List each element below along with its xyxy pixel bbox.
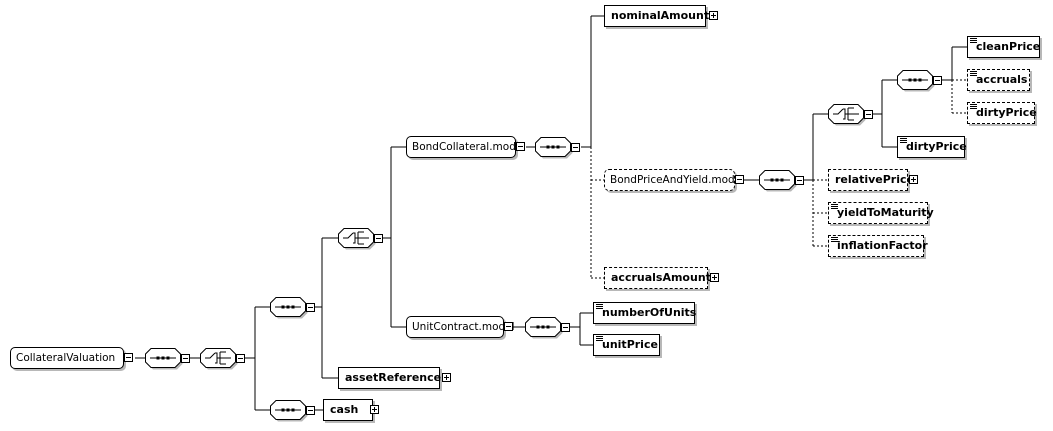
element-relative-price[interactable]: relativePrice: [828, 169, 914, 191]
expand-toggle-nominal-amount[interactable]: [709, 11, 718, 20]
collapse-toggle-choice-collateral-type[interactable]: [374, 234, 383, 243]
element-unit-price[interactable]: unitPrice: [593, 334, 660, 356]
group-bond-price-and-yield-model[interactable]: BondPriceAndYield.model: [604, 169, 744, 191]
node-label: yieldToMaturity: [837, 206, 934, 219]
choice-compositor-icon[interactable]: [338, 228, 377, 251]
collapse-toggle-choice-price[interactable]: [864, 110, 873, 119]
collapse-toggle-bond-price-and-yield[interactable]: [735, 175, 744, 184]
node-label: cleanPrice: [976, 40, 1041, 53]
collapse-toggle-bond-collateral[interactable]: [516, 142, 525, 151]
element-cash[interactable]: cash: [323, 399, 373, 421]
simple-content-icon: [970, 38, 977, 45]
sequence-compositor-icon[interactable]: [270, 297, 309, 320]
element-accruals[interactable]: accruals: [967, 69, 1030, 91]
sequence-compositor-icon[interactable]: [535, 137, 574, 160]
simple-content-icon: [900, 138, 907, 145]
element-yield-to-maturity[interactable]: yieldToMaturity: [828, 202, 934, 224]
node-label: CollateralValuation: [16, 352, 116, 364]
node-label: accrualsAmount: [611, 271, 711, 284]
element-dirty-price-optional[interactable]: dirtyPrice: [967, 102, 1037, 124]
collapse-toggle-choice-root[interactable]: [236, 354, 245, 363]
collapse-toggle-sequence-asset[interactable]: [306, 303, 315, 312]
node-label: dirtyPrice: [976, 106, 1037, 119]
root-element-collateral-valuation[interactable]: CollateralValuation: [10, 347, 124, 369]
expand-toggle-relative-price[interactable]: [909, 175, 918, 184]
node-label: accruals: [976, 73, 1028, 86]
sequence-compositor-icon[interactable]: [525, 317, 564, 340]
element-clean-price[interactable]: cleanPrice: [967, 36, 1040, 58]
element-number-of-units[interactable]: numberOfUnits: [593, 302, 697, 324]
node-label: numberOfUnits: [602, 306, 697, 319]
group-bond-collateral-model[interactable]: BondCollateral.model: [406, 136, 525, 158]
simple-content-icon: [831, 237, 838, 244]
node-label: BondCollateral.model: [412, 141, 526, 153]
group-unit-contract-model[interactable]: UnitContract.model: [406, 316, 515, 338]
simple-content-icon: [596, 304, 603, 311]
simple-content-icon: [596, 336, 603, 343]
choice-compositor-icon[interactable]: [828, 104, 867, 127]
expand-toggle-cash[interactable]: [370, 405, 379, 414]
node-label: BondPriceAndYield.model: [610, 174, 745, 186]
element-asset-reference[interactable]: assetReference: [338, 367, 442, 389]
sequence-compositor-icon[interactable]: [759, 170, 798, 193]
collapse-toggle-unit-contract[interactable]: [504, 322, 513, 331]
element-dirty-price[interactable]: dirtyPrice: [897, 136, 967, 158]
node-label: assetReference: [345, 371, 442, 384]
sequence-compositor-icon[interactable]: [270, 400, 309, 423]
choice-compositor-icon[interactable]: [200, 348, 239, 371]
collapse-toggle-sequence-clean-price[interactable]: [933, 76, 942, 85]
sequence-compositor-icon[interactable]: [145, 348, 184, 371]
node-label: inflationFactor: [837, 239, 928, 252]
collapse-toggle-sequence-unit-contract[interactable]: [561, 323, 570, 332]
expand-toggle-accruals-amount[interactable]: [710, 273, 719, 282]
element-inflation-factor[interactable]: inflationFactor: [828, 235, 928, 257]
element-nominal-amount[interactable]: nominalAmount: [604, 5, 710, 27]
element-accruals-amount[interactable]: accrualsAmount: [604, 267, 711, 289]
node-label: nominalAmount: [611, 9, 710, 22]
sequence-compositor-icon[interactable]: [897, 70, 936, 93]
collapse-toggle-sequence-bond-price-yield[interactable]: [795, 176, 804, 185]
node-label: UnitContract.model: [412, 321, 515, 333]
expand-toggle-asset-reference[interactable]: [442, 373, 451, 382]
collapse-toggle-root[interactable]: [124, 353, 133, 362]
simple-content-icon: [970, 104, 977, 111]
node-label: dirtyPrice: [906, 140, 967, 153]
node-label: unitPrice: [602, 338, 658, 351]
node-label: relativePrice: [835, 173, 914, 186]
collapse-toggle-sequence-root[interactable]: [181, 354, 190, 363]
simple-content-icon: [831, 204, 838, 211]
simple-content-icon: [970, 71, 977, 78]
collapse-toggle-sequence-bond-collateral[interactable]: [571, 143, 580, 152]
node-label: cash: [330, 403, 359, 416]
collapse-toggle-sequence-cash[interactable]: [306, 406, 315, 415]
